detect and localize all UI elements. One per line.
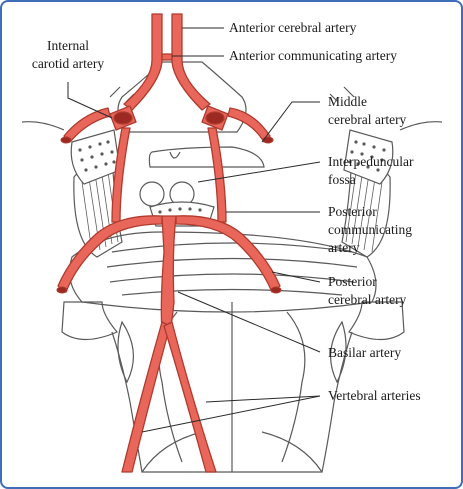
label-posterior-cerebral-2: cerebral artery	[328, 292, 407, 307]
mammillary-body-left	[139, 181, 165, 207]
pons-outline	[69, 231, 377, 313]
olive-left	[117, 320, 135, 384]
left-peduncle	[61, 301, 118, 341]
label-anterior-communicating: Anterior communicating artery	[229, 48, 397, 63]
tuber-cinereum	[148, 146, 265, 168]
right-hemisphere-curve	[399, 121, 443, 131]
leader-middle-cerebral	[261, 101, 320, 143]
right-optic-nerve	[329, 86, 355, 103]
left-mca-cut	[60, 136, 72, 144]
olive-right	[329, 320, 347, 384]
left-vertebral-artery	[121, 321, 171, 473]
left-hemisphere-curve	[21, 121, 65, 131]
right-vertebral-artery	[163, 321, 217, 473]
right-peduncle	[348, 301, 405, 341]
label-anterior-cerebral: Anterior cerebral artery	[229, 20, 357, 35]
left-posterior-cerebral-artery	[57, 215, 163, 293]
leader-interpeduncular	[197, 161, 321, 183]
label-middle-cerebral-1: Middle	[328, 94, 367, 109]
label-interpeduncular-2: fossa	[328, 172, 356, 187]
label-posterior-communicating-1: Posterior	[328, 204, 377, 219]
right-posterior-cerebral-artery	[175, 215, 281, 293]
labels: Anterior cerebral artery Anterior commun…	[32, 20, 421, 403]
left-anterior-cerebral-artery	[123, 13, 163, 111]
medulla-bottom-right	[261, 431, 323, 473]
medulla-bottom-left	[141, 431, 203, 473]
label-posterior-communicating-2: communicating	[328, 222, 412, 237]
left-perforated	[70, 129, 121, 185]
right-middle-cerebral-artery	[227, 107, 271, 143]
leader-basilar	[177, 291, 321, 353]
label-posterior-communicating-3: artery	[328, 240, 360, 255]
label-interpeduncular-1: Interpeduncular	[328, 154, 414, 169]
leader-vertebral-left	[141, 395, 321, 433]
right-anterior-cerebral-artery	[171, 13, 211, 111]
label-middle-cerebral-2: cerebral artery	[328, 112, 407, 127]
leader-posterior-cerebral	[271, 271, 321, 283]
label-posterior-cerebral-1: Posterior	[328, 274, 377, 289]
label-internal-carotid-2: carotid artery	[32, 56, 105, 71]
medulla-pyramid-right	[281, 311, 306, 463]
label-internal-carotid-1: Internal	[47, 38, 89, 53]
basilar-artery	[160, 215, 177, 333]
pons-lines	[106, 242, 358, 296]
perforation-dots	[78, 140, 386, 222]
artery-cut-ends	[56, 136, 282, 294]
leader-internal-carotid	[67, 82, 113, 119]
anterior-communicating-artery	[161, 53, 173, 61]
arteries	[57, 13, 281, 473]
leader-vertebral-right	[205, 395, 321, 403]
leader-lines	[67, 27, 321, 433]
left-pca-cut	[56, 286, 68, 294]
label-vertebral: Vertebral arteries	[328, 388, 421, 403]
right-pca-cut	[270, 286, 282, 294]
right-carotid-lumen	[205, 111, 225, 125]
left-carotid-lumen	[113, 111, 133, 125]
label-basilar: Basilar artery	[328, 345, 401, 360]
infundibulum	[169, 151, 181, 159]
right-posterior-communicating-artery	[207, 127, 227, 223]
